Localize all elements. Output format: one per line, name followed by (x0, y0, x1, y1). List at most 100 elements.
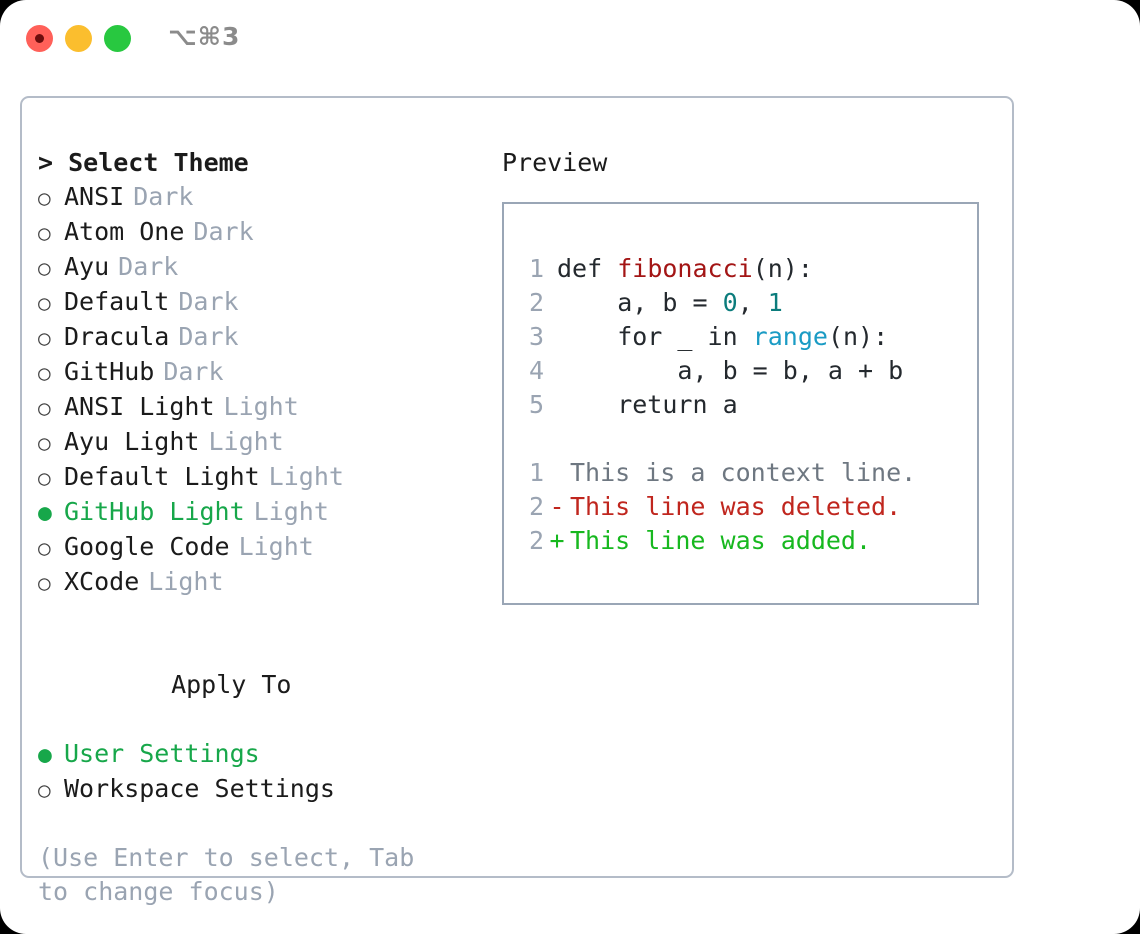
keyboard-shortcut-label: ⌥⌘3 (168, 22, 241, 51)
theme-option-label: Google Code (64, 532, 230, 561)
code-text: a, b = b, a + b (544, 354, 903, 388)
code-text: for _ in range(n): (544, 320, 888, 354)
theme-option-label: ANSI Light (64, 392, 215, 421)
theme-option-kind: Light (253, 497, 329, 526)
theme-option-row[interactable]: ○ XCode Light (38, 565, 478, 600)
code-token: def (557, 254, 618, 283)
radio-unselected-icon: ○ (38, 361, 51, 385)
theme-option-label: ANSI (64, 182, 125, 211)
window-controls (26, 25, 131, 52)
code-line: 4 a, b = b, a + b (504, 354, 977, 388)
apply-to-option-label: Workspace Settings (64, 774, 335, 803)
radio-unselected-icon: ○ (38, 778, 51, 802)
theme-option-kind: Dark (118, 252, 179, 281)
code-line: 5 return a (504, 388, 977, 422)
apply-to-option-label: User Settings (64, 739, 260, 768)
theme-option-label: GitHub (64, 357, 155, 386)
theme-option-row[interactable]: ○ ANSI Light Light (38, 390, 478, 425)
radio-unselected-icon: ○ (38, 291, 51, 315)
line-number: 5 (528, 390, 544, 419)
theme-option-row[interactable]: ○ Ayu Light Light (38, 425, 478, 460)
apply-to-header: ○Apply To (38, 634, 478, 737)
line-number: 2 (528, 526, 544, 555)
radio-unselected-icon: ○ (38, 396, 51, 420)
diff-marker: - (549, 492, 565, 521)
diff-line: 2-This line was deleted. (504, 490, 977, 524)
diff-line: 2+This line was added. (504, 524, 977, 558)
theme-option-kind: Dark (178, 322, 239, 351)
maximize-button-icon[interactable] (104, 25, 131, 52)
diff-sample: 1 This is a context line.2-This line was… (504, 456, 977, 558)
line-number: 4 (528, 356, 544, 385)
apply-to-option-row[interactable]: ○ Workspace Settings (38, 772, 478, 807)
theme-option-label: Default (64, 287, 170, 316)
diff-line: 1 This is a context line. (504, 456, 977, 490)
minimize-button-icon[interactable] (65, 25, 92, 52)
keyboard-hint-text: (Use Enter to select, Tab to change focu… (38, 843, 415, 906)
theme-option-row[interactable]: ○ Default Dark (38, 285, 478, 320)
theme-option-kind: Light (208, 427, 284, 456)
code-token: return a (557, 390, 738, 419)
code-token: , (737, 288, 768, 317)
radio-unselected-icon: ○ (38, 256, 51, 280)
radio-unselected-icon: ○ (38, 326, 51, 350)
line-number: 3 (528, 322, 544, 351)
hint-spacer (38, 807, 478, 841)
theme-option-kind: Dark (178, 287, 239, 316)
theme-option-kind: Light (268, 462, 344, 491)
radio-unselected-icon: ○ (38, 536, 51, 560)
diff-text: This is a context line. (570, 458, 917, 487)
line-number: 2 (528, 492, 544, 521)
select-theme-header: > Select Theme (38, 148, 249, 177)
code-token: (n): (827, 322, 889, 351)
code-line: 3 for _ in range(n): (504, 320, 977, 354)
close-button-icon[interactable] (26, 25, 53, 52)
theme-option-label: XCode (64, 567, 140, 596)
preview-heading: Preview (502, 148, 608, 177)
diff-text: This line was deleted. (570, 492, 902, 521)
theme-option-kind: Dark (133, 182, 194, 211)
theme-option-kind: Dark (193, 217, 254, 246)
theme-option-label: Dracula (64, 322, 170, 351)
list-spacer (38, 600, 478, 634)
radio-unselected-icon: ○ (38, 466, 51, 490)
radio-unselected-icon: ○ (38, 431, 51, 455)
radio-unselected-icon: ○ (38, 186, 51, 210)
theme-option-kind: Light (238, 532, 314, 561)
theme-option-row[interactable]: ○ ANSI Dark (38, 180, 478, 215)
theme-option-kind: Light (148, 567, 224, 596)
code-text: return a (544, 388, 738, 422)
radio-unselected-icon: ○ (38, 571, 51, 595)
theme-option-kind: Light (223, 392, 299, 421)
radio-unselected-icon: ○ (38, 221, 51, 245)
theme-option-row[interactable]: ○ Google Code Light (38, 530, 478, 565)
theme-option-row[interactable]: ○ Dracula Dark (38, 320, 478, 355)
radio-selected-icon: ● (38, 500, 52, 526)
theme-option-row[interactable]: ○ Ayu Dark (38, 250, 478, 285)
apply-to-option-row[interactable]: ●User Settings (38, 737, 478, 772)
apply-to-header-indent: ○ (158, 674, 171, 698)
theme-option-kind: Dark (163, 357, 224, 386)
code-token: fibonacci (617, 254, 753, 283)
theme-option-row[interactable]: ○ GitHub Dark (38, 355, 478, 390)
code-token: a, b = b, a + b (557, 356, 904, 385)
diff-text: This line was added. (570, 526, 872, 555)
theme-option-label: Ayu Light (64, 427, 200, 456)
code-token: 0 (722, 288, 738, 317)
diff-marker (544, 456, 570, 490)
code-token: 1 (767, 288, 783, 317)
theme-option-label: Ayu (64, 252, 110, 281)
line-number: 2 (528, 288, 544, 317)
code-text: a, b = 0, 1 (544, 286, 783, 320)
